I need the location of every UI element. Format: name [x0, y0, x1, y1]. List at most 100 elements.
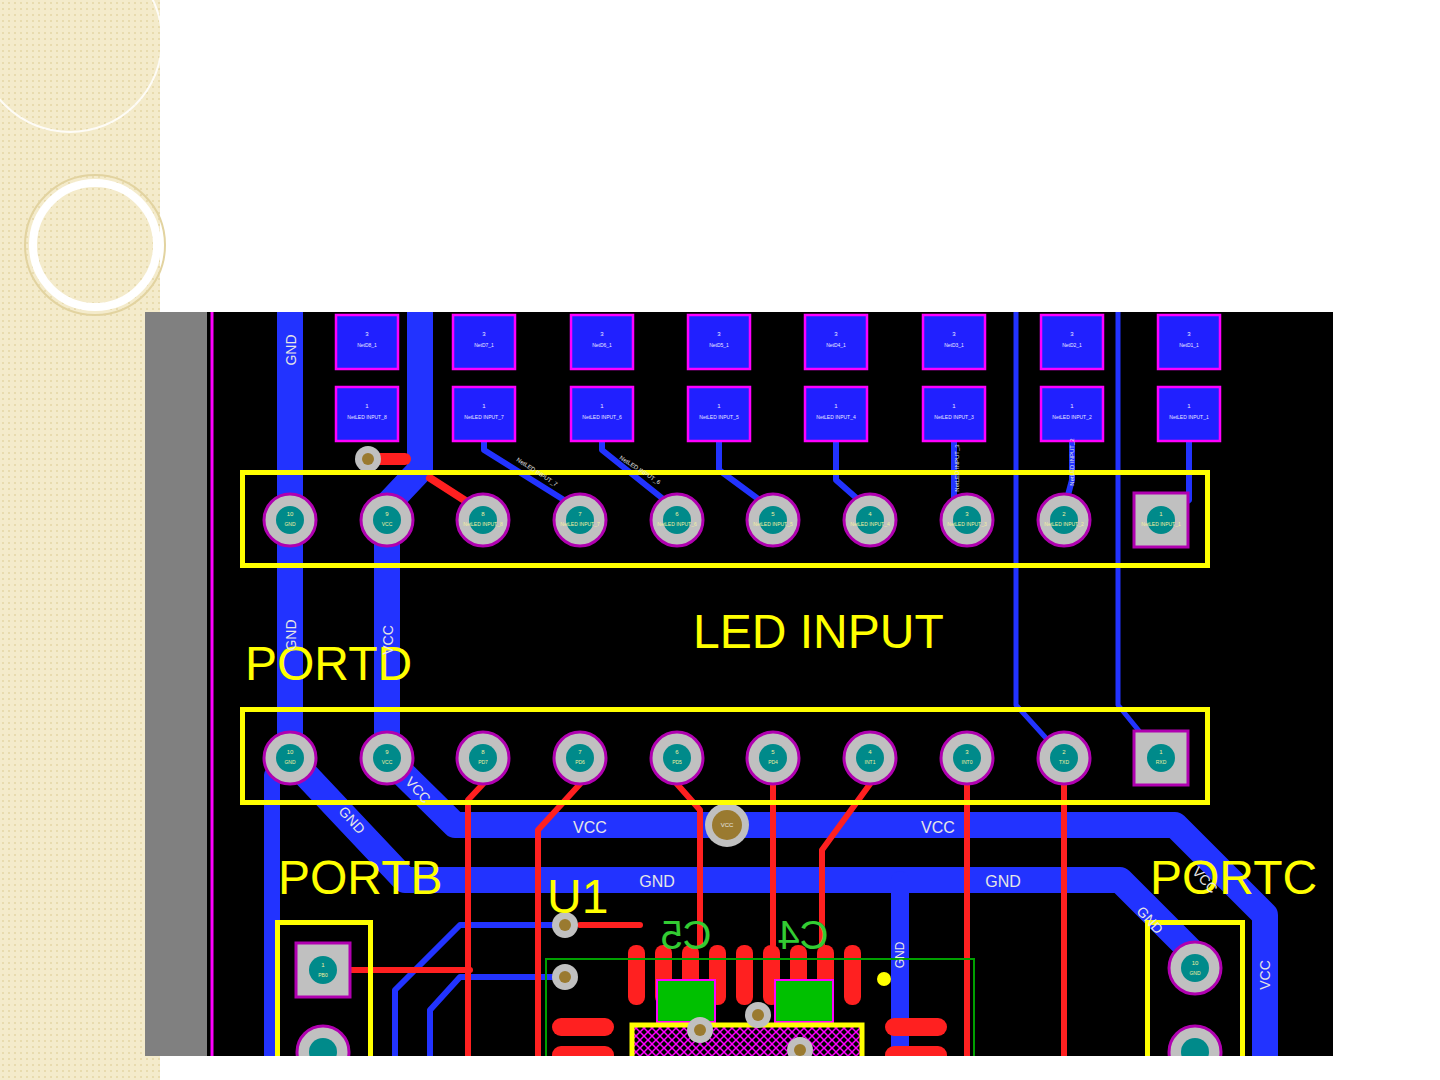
net-name: NetLED INPUT_3: [934, 415, 973, 420]
pad-number: 1: [482, 403, 485, 409]
capacitor-pad: [775, 980, 833, 1022]
red-trace: [1061, 784, 1067, 1056]
pad-number: 3: [952, 331, 955, 337]
round-pad: [1169, 1026, 1221, 1056]
pad-number: 7: [578, 749, 581, 755]
red-trace: [964, 784, 970, 1056]
round-pad: [1169, 942, 1221, 994]
part-label: C5: [660, 915, 711, 955]
net-label: VCC: [721, 822, 734, 828]
net-name: NetD4_1: [826, 343, 846, 348]
smd-pad: [688, 387, 750, 441]
pad-number: 4: [868, 511, 871, 517]
board-edge: [145, 312, 207, 1056]
red-trace: [468, 784, 483, 1056]
round-pad: [941, 732, 993, 784]
pad-number: 1: [1159, 749, 1162, 755]
pad-number: 6: [675, 749, 678, 755]
smd-pad: [885, 1046, 947, 1056]
round-pad: [844, 494, 896, 546]
red-trace: [822, 784, 870, 945]
smd-pad: [844, 945, 861, 1005]
pin-name: PD5: [672, 760, 682, 765]
via: [362, 453, 374, 465]
round-pad: [457, 732, 509, 784]
chip-body: [632, 1025, 862, 1056]
smd-pad: [453, 315, 515, 369]
pad-number: 7: [578, 511, 581, 517]
square-pad: [1134, 731, 1188, 785]
net-label: NetLED INPUT_3: [954, 444, 960, 491]
red-trace: [580, 922, 640, 928]
net-name: NetLED INPUT_5: [699, 415, 738, 420]
pad-hole: [953, 744, 981, 772]
pin-name: NetLED INPUT_8: [463, 522, 502, 527]
pad-number: 3: [482, 331, 485, 337]
pin-name: TXD: [1059, 760, 1069, 765]
net-name: NetLED INPUT_6: [582, 415, 621, 420]
red-trace: [770, 784, 776, 945]
square-pad: [1134, 493, 1188, 547]
pad-hole: [276, 744, 304, 772]
round-pad: [264, 732, 316, 784]
deco-circle: [0, 0, 162, 132]
pad-number: 8: [481, 511, 484, 517]
round-pad: [457, 494, 509, 546]
pad-number: 9: [385, 511, 388, 517]
pad-number: 1: [600, 403, 603, 409]
smd-pad: [336, 315, 398, 369]
via: [705, 803, 749, 847]
via: [694, 1024, 706, 1036]
net-label: GND: [985, 874, 1021, 890]
round-pad: [264, 494, 316, 546]
via: [552, 964, 578, 990]
pin-name: GND: [284, 522, 295, 527]
net-name: NetLED INPUT_4: [816, 415, 855, 420]
round-pad: [361, 732, 413, 784]
smd-pad: [885, 1018, 947, 1036]
pad-hole: [856, 506, 884, 534]
via: [355, 446, 381, 472]
vias: [355, 446, 891, 1056]
pin-name: INT1: [865, 760, 876, 765]
smd-pad: [552, 1018, 614, 1036]
pcb-board: [145, 312, 1333, 1056]
pad-hole: [1147, 506, 1175, 534]
smd-pad: [552, 1046, 614, 1056]
pad-hole: [1181, 954, 1209, 982]
pad-number: 3: [834, 331, 837, 337]
pin-name: NetLED INPUT_6: [657, 522, 696, 527]
net-name: NetLED INPUT_7: [464, 415, 503, 420]
via: [794, 1044, 806, 1056]
pad-hole: [309, 956, 337, 984]
pad-number: 3: [965, 511, 968, 517]
via: [687, 1017, 713, 1043]
pad-number: 8: [481, 749, 484, 755]
smd-pad: [805, 315, 867, 369]
via: [712, 810, 742, 840]
pad-hole: [1050, 506, 1078, 534]
pin-name: NetLED INPUT_7: [560, 522, 599, 527]
smd-pad: [453, 387, 515, 441]
pad-number: 1: [365, 403, 368, 409]
chip-outline: U1: [545, 958, 975, 1056]
pad-number: 3: [365, 331, 368, 337]
pad-hole: [469, 744, 497, 772]
pad-hole: [663, 744, 691, 772]
round-pad: [361, 494, 413, 546]
smd-pad: [736, 945, 753, 1005]
pad-number: 3: [965, 749, 968, 755]
net-label: GND: [284, 334, 298, 365]
net-name: NetLED INPUT_1: [1169, 415, 1208, 420]
vcc-trace: [387, 520, 1265, 1056]
smd-pad: [1041, 387, 1103, 441]
via: [559, 971, 571, 983]
pin-name: NetLED INPUT_5: [753, 522, 792, 527]
pad-number: 1: [1159, 511, 1162, 517]
red-trace: [350, 967, 470, 973]
pad-hole: [566, 506, 594, 534]
pad-number: 1: [952, 403, 955, 409]
pad-hole: [566, 744, 594, 772]
